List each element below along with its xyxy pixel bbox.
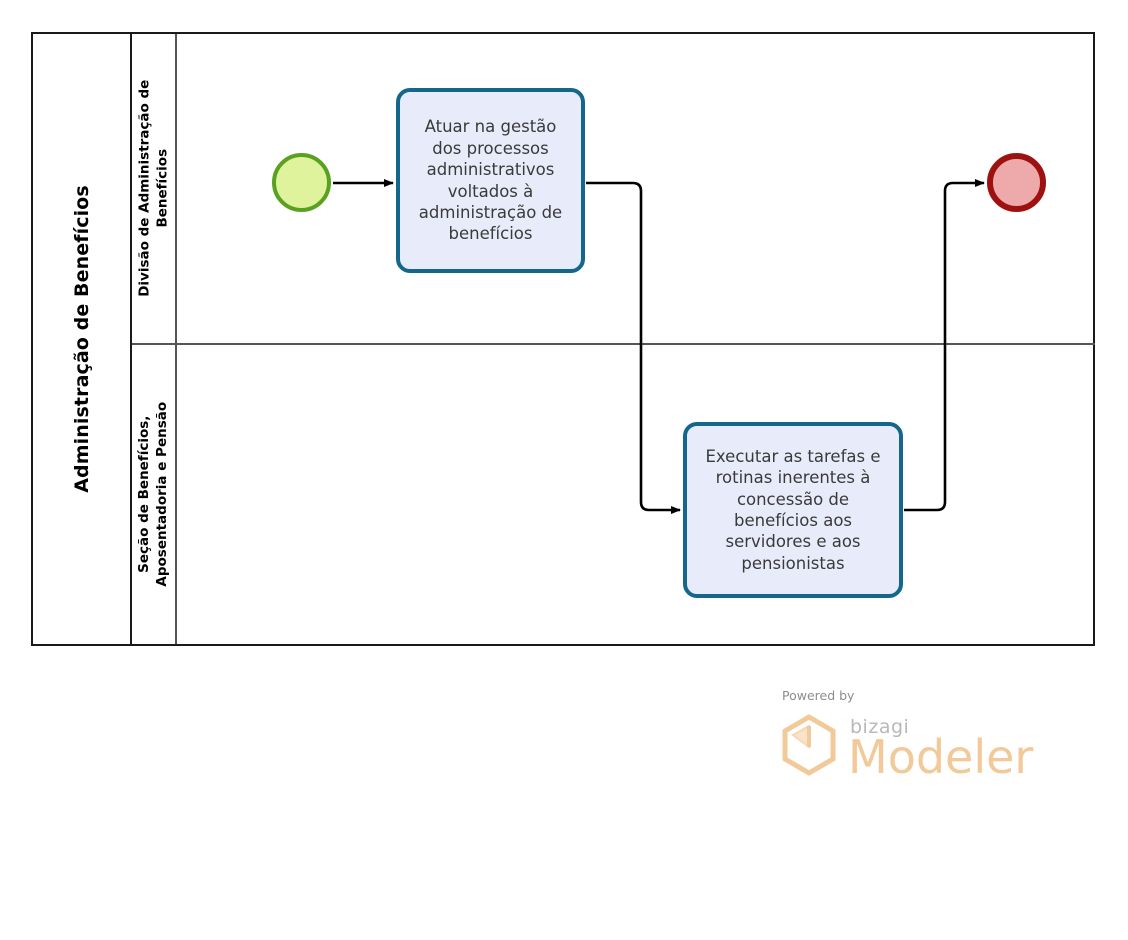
task-executar-as-tarefas[interactable]: Executar as tarefas e rotinas inerentes … [683, 422, 903, 598]
modeler-product-text: Modeler [848, 730, 1034, 784]
task-atuar-na-gestao[interactable]: Atuar na gestão dos processos administra… [396, 88, 585, 273]
pool-title: Administração de Benefícios [70, 185, 93, 493]
lane-title-secao-line2: Aposentadoria e Pensão [154, 402, 171, 587]
task-2-label: Executar as tarefas e rotinas inerentes … [705, 446, 881, 573]
task-1-label: Atuar na gestão dos processos administra… [418, 117, 563, 244]
lane-title-divisao-line1: Divisão de Administração de [136, 79, 153, 298]
end-event[interactable] [987, 153, 1046, 212]
lane-title-divisao: Divisão de Administração de Benefícios [135, 80, 171, 297]
lane-title-secao: Seção de Benefícios, Aposentadoria e Pen… [135, 402, 171, 587]
lane-secao-de-beneficios-aposentadoria-e-pensao[interactable]: Seção de Benefícios, Aposentadoria e Pen… [132, 345, 1095, 644]
lane-title-divisao-line2: Benefícios [154, 149, 171, 228]
powered-by-label: Powered by [782, 688, 855, 703]
start-event[interactable] [272, 153, 331, 212]
bizagi-hexagon-logo [782, 714, 836, 776]
lane-header-secao[interactable]: Seção de Benefícios, Aposentadoria e Pen… [132, 345, 177, 644]
lane-title-secao-line1: Seção de Benefícios, [136, 415, 153, 574]
bizagi-watermark: Powered by bizagi Modeler [778, 688, 1038, 798]
pool-header[interactable]: Administração de Benefícios [33, 34, 132, 644]
lane-header-divisao[interactable]: Divisão de Administração de Benefícios [132, 34, 177, 343]
bizagi-brand-text: bizagi [850, 716, 910, 738]
